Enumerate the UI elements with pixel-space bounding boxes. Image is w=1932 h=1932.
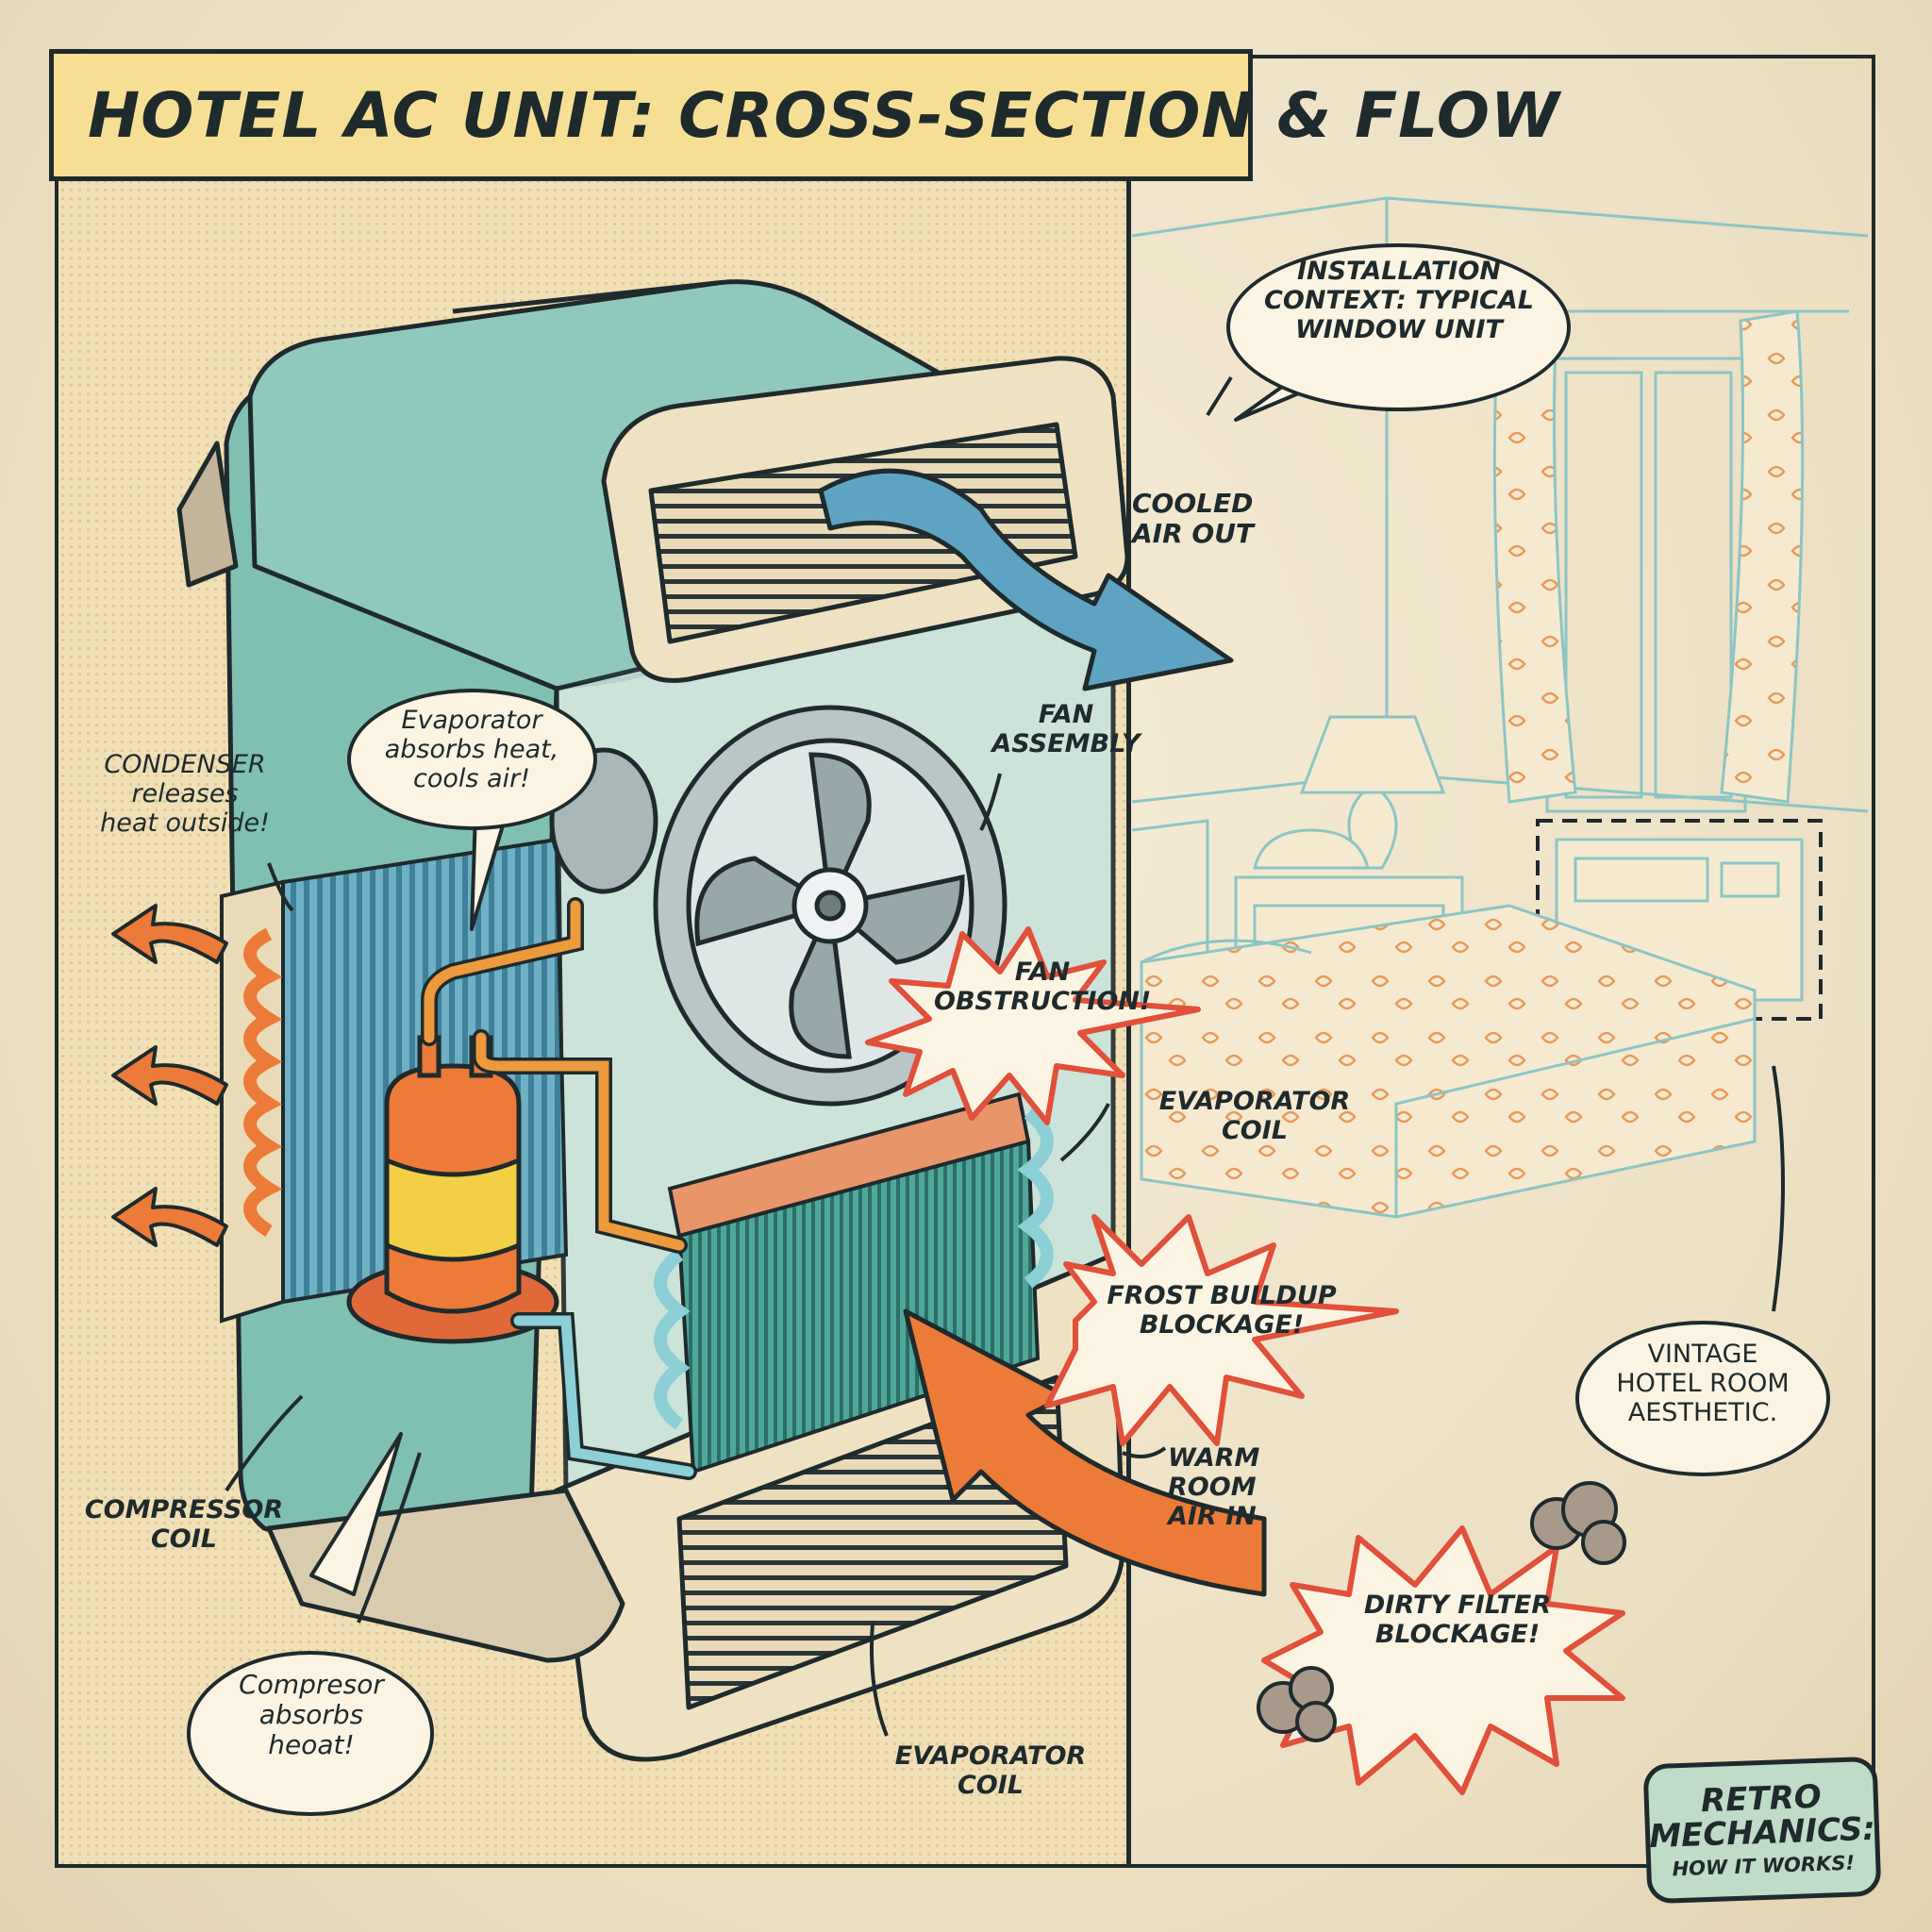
fan-obstruction-label: FAN OBSTRUCTION! [934,958,1152,1017]
panel-divider [1126,58,1131,1864]
frost-buildup-label: FROST BUILDUP BLOCKAGE! [1107,1281,1337,1341]
evaporator-coil [654,1091,1054,1474]
installation-context-label: INSTALLATION CONTEXT: TYPICAL WINDOW UNI… [1264,257,1534,345]
cooled-air-arrow [818,468,1234,691]
installation-bubble [1226,243,1571,411]
compressor-coil-label: COMPRESSOR COIL [84,1495,284,1555]
condenser-text: CONDENSER releases heat outside! [100,750,270,839]
evaporator-bubble-label: Evaporator absorbs heat, cools air! [384,706,559,794]
badge-title: RETRO MECHANICS: [1648,1778,1876,1857]
fan-obstruction-burst [865,926,1201,1125]
dirty-filter-label: DIRTY FILTER BLOCKAGE! [1363,1591,1552,1650]
warm-air-arrow [903,1308,1267,1597]
fan-assembly-label: FAN ASSEMBLY [991,700,1141,759]
compressor-bubble-label: Compresor absorbs heoat! [239,1669,384,1761]
vintage-hotel-label: VINTAGE HOTEL ROOM AESTHETIC. [1616,1340,1790,1428]
page-title: HOTEL AC UNIT: CROSS-SECTION & FLOW [88,78,1560,152]
evaporator-coil-bottom-label: EVAPORATOR COIL [894,1741,1087,1801]
warm-room-air-in-label: WARM ROOM AIR IN [1168,1443,1260,1532]
compressor [346,1035,559,1344]
dirty-filter-burst [1261,1525,1625,1795]
badge-subtitle: HOW IT WORKS! [1672,1851,1856,1881]
frost-buildup-burst [1044,1214,1399,1446]
hotel-room-illustration [1131,196,1869,1219]
refrigerant-pipes [421,897,697,1480]
evaporator-bubble [347,689,597,830]
evaporator-coil-right-label: EVAPORATOR COIL [1158,1087,1351,1146]
cooled-air-out-label: COOLED AIR OUT [1132,488,1255,550]
heat-out-arrows [111,904,228,1247]
dust-cloud-icon [1257,1481,1626,1742]
condenser-label: CONDENSER releases heat outside! [72,750,298,838]
title-box: HOTEL AC UNIT: CROSS-SECTION & FLOW [49,49,1559,181]
compressor-bubble [187,1651,434,1816]
vintage-hotel-bubble [1575,1321,1830,1476]
retro-mechanics-badge: RETRO MECHANICS: HOW IT WORKS! [1642,1756,1882,1905]
leader-lines [225,375,1785,1737]
